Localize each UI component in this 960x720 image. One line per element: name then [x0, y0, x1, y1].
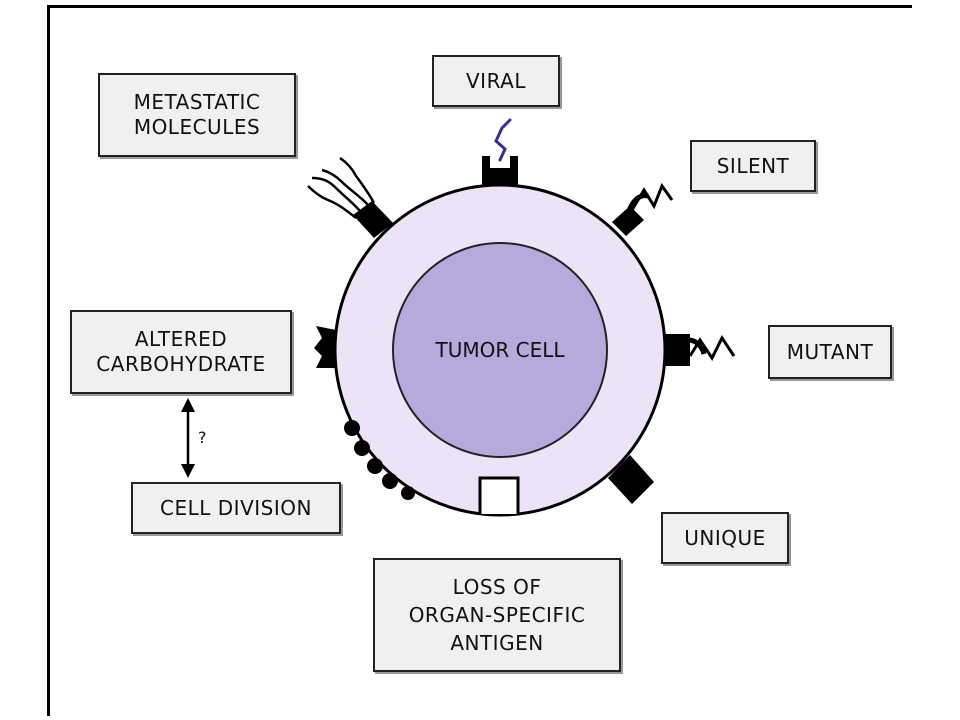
unique-label: UNIQUE [661, 512, 789, 564]
mutant-stalk [664, 334, 690, 366]
link-question-label: ? [198, 428, 207, 447]
unique-stalk [608, 455, 654, 504]
nucleus [392, 242, 608, 458]
center-label: TUMOR CELL [435, 338, 566, 362]
division-bump [354, 440, 370, 456]
viral-squiggle [494, 118, 512, 162]
division-bump [382, 473, 398, 489]
viral-label: VIRAL [432, 55, 560, 107]
organ-specific-label: LOSS OF ORGAN-SPECIFIC ANTIGEN [373, 558, 621, 672]
metastatic-strand [307, 185, 357, 219]
metastatic-label: METASTATIC MOLECULES [98, 73, 296, 157]
link-arrow-head-bottom [181, 464, 195, 478]
mutant-cap [687, 337, 707, 355]
cell-division-label: CELL DIVISION [131, 482, 341, 534]
frame-left-border [47, 5, 50, 716]
metastatic-strand [321, 168, 369, 206]
silent-label: SILENT [690, 140, 816, 192]
carbohydrate-label: ALTERED CARBOHYDRATE [70, 310, 292, 394]
link-arrow-head-top [181, 398, 195, 412]
frame-top-border [47, 5, 912, 8]
metastatic-stalk [353, 201, 393, 238]
carbohydrate-stalk [314, 326, 336, 368]
silent-cap [625, 193, 649, 215]
mutant-label: MUTANT [768, 325, 892, 379]
division-bump [401, 486, 415, 500]
metastatic-strand [311, 176, 361, 212]
metastatic-strand [339, 156, 376, 204]
silent-stalk [612, 206, 644, 236]
viral-receptor [482, 156, 518, 186]
loss-notch [478, 476, 520, 514]
division-bump [367, 458, 383, 474]
division-bump [344, 420, 360, 436]
